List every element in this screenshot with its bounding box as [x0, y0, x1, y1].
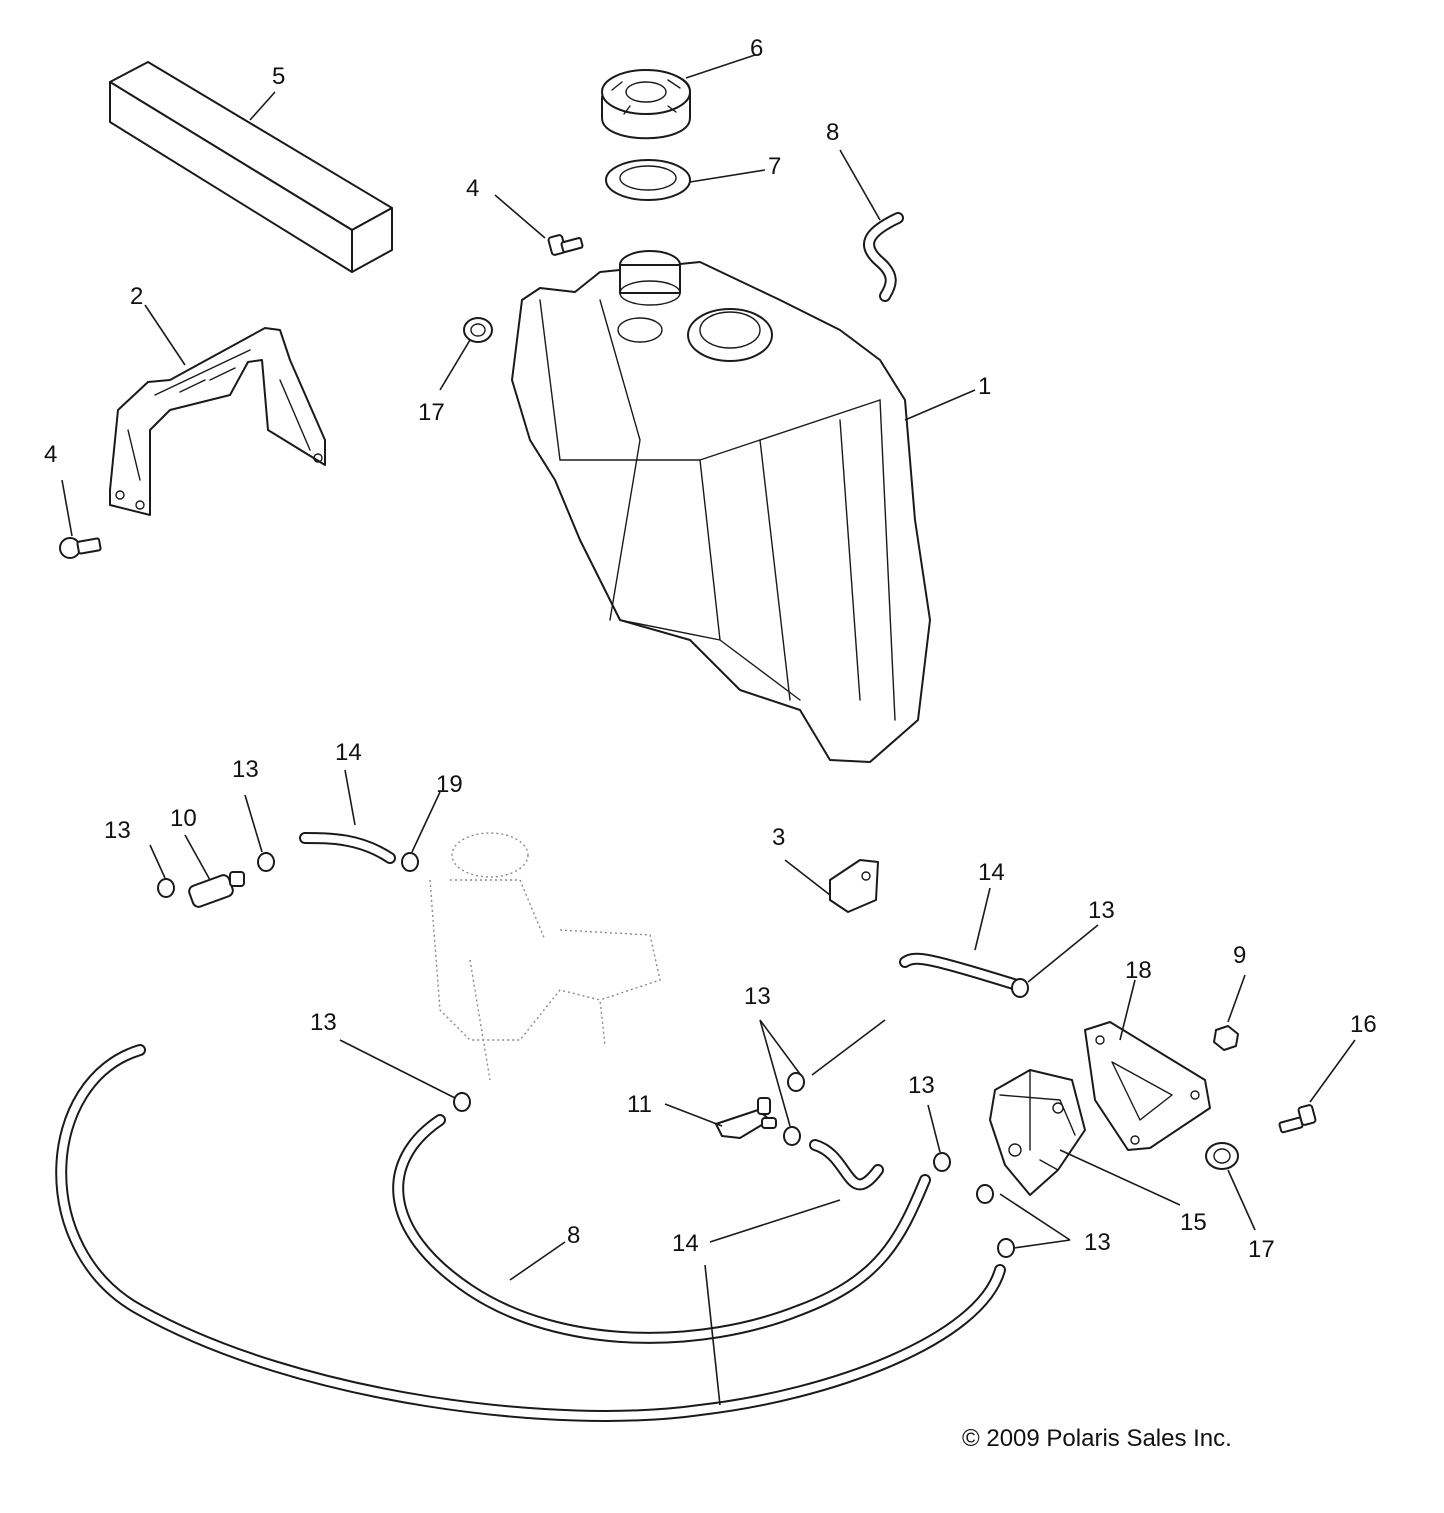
- callout-13f: 13: [908, 1072, 935, 1099]
- callout-11: 10: [170, 805, 197, 832]
- bolt-upper: [547, 234, 584, 256]
- hose-clamps: [157, 852, 1029, 1258]
- fuel-cap: [600, 69, 691, 140]
- fuel-pump: [989, 1069, 1086, 1196]
- callout-13b: 13: [232, 756, 259, 783]
- callout-13c: 13: [1088, 897, 1115, 924]
- flange-nut-lower: [1205, 1142, 1239, 1170]
- callout-7: 7: [768, 153, 781, 180]
- callout-15: 15: [1180, 1209, 1207, 1236]
- flange-nut-upper: [463, 317, 493, 343]
- callout-2: 2: [130, 283, 143, 310]
- tank-bracket: [109, 327, 326, 516]
- foam-block: [109, 61, 393, 273]
- vent-hose: [863, 212, 904, 302]
- callout-19: 19: [436, 771, 463, 798]
- callout-16: 16: [1350, 1011, 1377, 1038]
- callout-13g: 13: [1084, 1229, 1111, 1256]
- callout-12: 11: [627, 1091, 652, 1118]
- callout-6: 6: [750, 35, 763, 62]
- callout-3: 3: [772, 824, 785, 851]
- tee-fitting: [715, 1097, 777, 1139]
- callout-5: 5: [272, 63, 285, 90]
- callout-13a: 13: [104, 817, 131, 844]
- callout-14c: 14: [672, 1230, 699, 1257]
- callout-17a: 17: [418, 399, 445, 426]
- bolt-lower: [59, 537, 102, 559]
- callout-13d: 13: [744, 983, 771, 1010]
- carburetor-phantom: [429, 832, 661, 1081]
- pump-gasket: [1084, 1021, 1211, 1151]
- fuel-tank: [511, 250, 931, 763]
- fuel-hoses: [55, 832, 1026, 1422]
- callout-9: 8: [567, 1222, 580, 1249]
- callout-14a: 14: [335, 739, 362, 766]
- callout-18: 18: [1125, 957, 1152, 984]
- leader-lines: [61, 54, 1356, 1406]
- callout-4b: 4: [44, 441, 57, 468]
- callout-1: 1: [978, 373, 991, 400]
- cap-gasket: [605, 159, 691, 201]
- callout-labels: 5 6 7 8 4 2 4 17 1 13 10 13 14 19 3 14 1…: [44, 35, 1377, 1263]
- callout-14b: 14: [978, 859, 1005, 886]
- pump-bolt: [1278, 1104, 1317, 1134]
- callout-8: 8: [826, 119, 839, 146]
- hose-clip: [829, 859, 879, 913]
- callout-17b: 17: [1248, 1236, 1275, 1263]
- callout-4a: 4: [466, 175, 479, 202]
- copyright-notice: © 2009 Polaris Sales Inc.: [962, 1425, 1232, 1452]
- callout-10: 9: [1233, 942, 1246, 969]
- fuel-filter: [188, 871, 245, 908]
- hex-nut: [1213, 1025, 1239, 1051]
- callout-13e: 13: [310, 1009, 337, 1036]
